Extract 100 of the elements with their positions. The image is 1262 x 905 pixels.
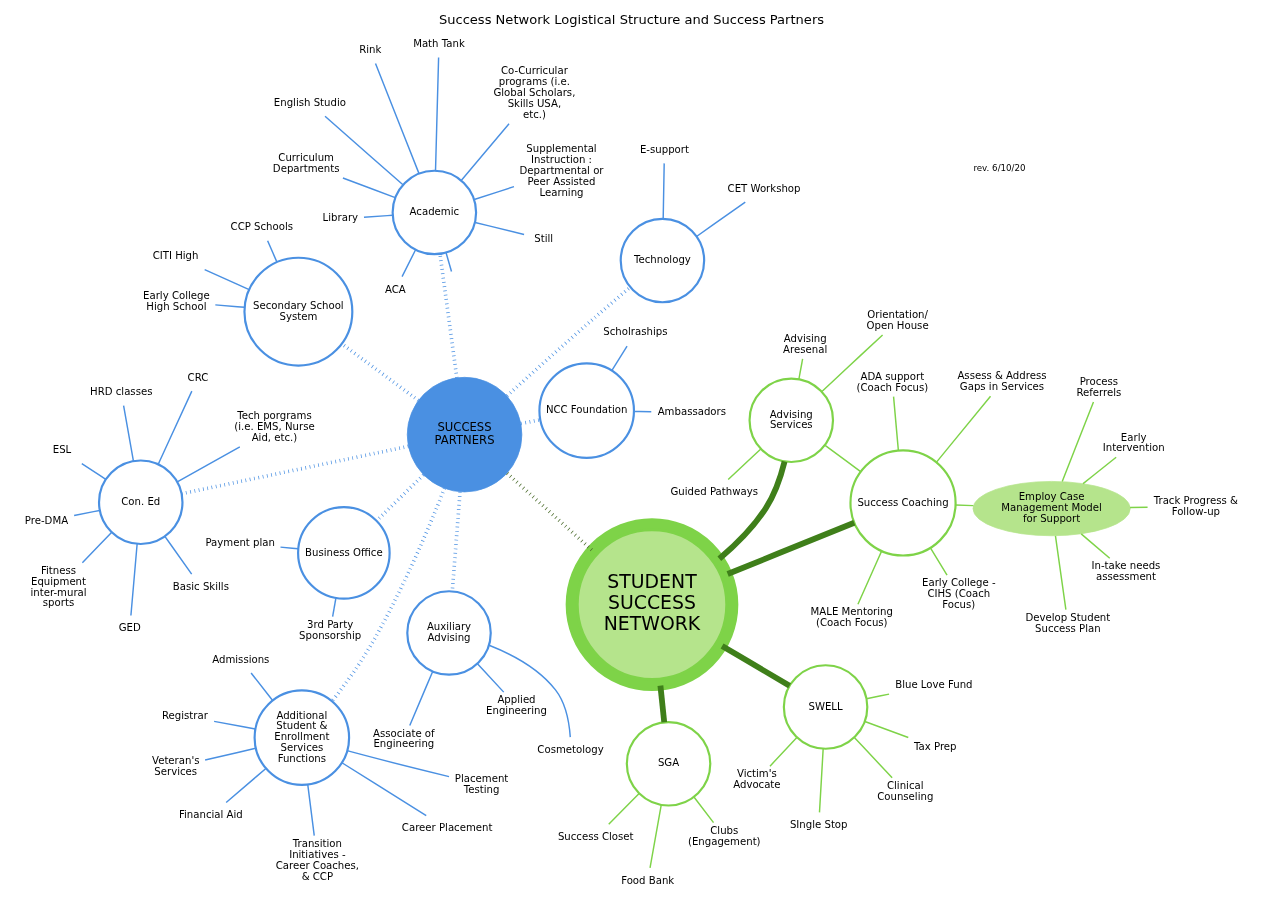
connector — [505, 285, 631, 398]
connector — [487, 644, 571, 738]
node-text: CET Workshop — [727, 182, 801, 194]
node-text: Supplemental Instruction : Departmental or Peer Assisted Learning — [519, 143, 604, 198]
connector — [695, 201, 746, 238]
node-text: Co-Curricular programs (i.e. Global Scholars, Skills USA, etc.) — [492, 65, 575, 121]
connector — [856, 550, 882, 605]
node-text: Pre-DMA — [24, 514, 68, 526]
node-text: Library — [322, 212, 358, 224]
connector — [203, 747, 256, 761]
connector — [818, 748, 824, 814]
connector — [340, 342, 419, 402]
node-circle: Academic — [391, 169, 477, 256]
connector — [80, 462, 106, 481]
connector — [954, 504, 974, 507]
connector — [374, 62, 420, 175]
node-circle: Advising Services — [747, 377, 834, 464]
connector — [460, 123, 510, 181]
node-text: Ambassadors — [657, 406, 726, 418]
connector — [648, 804, 662, 869]
connector — [408, 670, 433, 727]
node-text: Develop Student Success Plan — [1024, 611, 1110, 634]
node-text: Transition Initiatives - Career Coaches, & CCP — [275, 837, 359, 882]
node-circle: Additional Student & Enrollment Services Functions — [253, 689, 350, 786]
connector — [935, 395, 991, 463]
node-text: Curriculum Departments — [272, 152, 340, 175]
node-text: Rink — [358, 44, 381, 56]
connector — [249, 672, 273, 702]
diagram-title: Success Network Logistical Structure and Success Partners — [438, 12, 824, 28]
node-text: CCP Schools — [230, 221, 293, 233]
connector — [180, 444, 409, 496]
node-text: Success Closet — [557, 830, 634, 842]
node-text: Guided Pathways — [669, 486, 758, 498]
connector — [72, 509, 100, 517]
connector — [892, 395, 899, 452]
connector — [476, 663, 504, 693]
node-text: Process Referrels — [1075, 376, 1121, 399]
node-text: Assess & Address Gaps in Services — [956, 370, 1046, 393]
node-circle: SGA — [625, 721, 711, 807]
node-text: Clubs (Engagement) — [687, 824, 761, 847]
connector — [341, 177, 396, 199]
node-text: Clinical Counseling — [876, 779, 933, 802]
node-text: E-support — [639, 143, 689, 155]
connector — [444, 252, 452, 273]
node-circle: NCC Foundation — [537, 362, 635, 460]
node-text: ADA support (Coach Focus) — [856, 370, 928, 393]
connector — [716, 460, 787, 561]
node-text: CRC — [187, 371, 208, 383]
connector — [505, 472, 593, 552]
connector — [929, 547, 948, 576]
connector — [863, 720, 909, 739]
connector — [203, 268, 250, 291]
connector — [362, 214, 393, 218]
connector — [214, 304, 245, 308]
node-text: Track Progress & Follow-up — [1153, 494, 1238, 517]
node-text: Math Tank — [412, 37, 465, 49]
node-text: Tax Prep — [913, 741, 957, 753]
node-text: MALE Mentoring (Coach Focus) — [810, 606, 893, 629]
connector — [661, 162, 665, 220]
connector — [323, 115, 404, 186]
node-text: Basic Skills — [172, 580, 229, 592]
node-text: Cosmetology — [536, 743, 604, 755]
node-circle: Success Coaching — [848, 449, 957, 557]
connector — [340, 762, 427, 817]
connector — [820, 334, 883, 393]
connector — [176, 446, 241, 483]
node-text: Food Bank — [620, 874, 674, 886]
node-text: Career Placement — [401, 822, 492, 834]
label: rev. 6/10/20 — [972, 163, 1026, 174]
node-text: Associate of Engineering — [372, 727, 435, 750]
node-text: SIngle Stop — [789, 819, 848, 831]
node-text: Orientation/ Open House — [866, 309, 929, 332]
connector — [434, 56, 439, 172]
node-ellipse: Employ Case Management Model for Support — [972, 481, 1131, 537]
node-text: Tech porgrams (i.e. EMS, Nurse Aid, etc.) — [233, 410, 315, 444]
node-circle: SWELL — [782, 664, 868, 750]
connector — [400, 249, 416, 278]
connector — [853, 736, 893, 779]
connector — [129, 543, 138, 617]
node-text: ACA — [384, 283, 406, 295]
connector — [330, 487, 446, 703]
connector — [346, 749, 450, 778]
connector — [607, 792, 640, 825]
node-circle: Con. Ed — [97, 459, 184, 546]
node-text: Placement Testing — [454, 772, 508, 795]
node-text: Still — [533, 233, 553, 245]
node-text: Admissions — [211, 653, 269, 665]
connector — [212, 720, 256, 730]
node-text: Financial Aid — [178, 809, 243, 821]
connector — [692, 796, 714, 824]
node-circle: Business Office — [296, 506, 391, 600]
node-text: HRD classes — [89, 386, 152, 398]
node-text: Advising Aresenal — [782, 333, 827, 356]
connector — [163, 535, 192, 575]
connector — [1080, 533, 1110, 559]
connector — [306, 784, 315, 837]
connector — [1061, 401, 1094, 483]
connector — [520, 418, 540, 426]
node-text: English Studio — [273, 96, 346, 108]
connector — [81, 531, 112, 564]
